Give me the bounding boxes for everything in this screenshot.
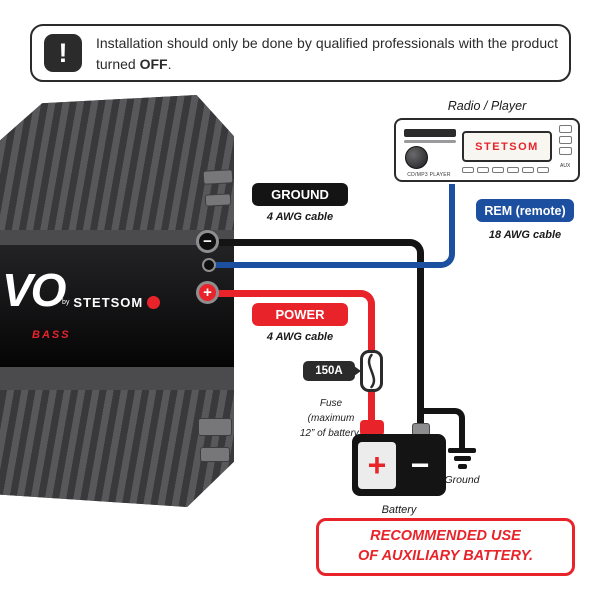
negative-terminal: − [196,230,219,253]
ground-wire [207,239,424,430]
warning-text: Installation should only be done by qual… [96,33,558,75]
amplifier: VO by STETSOM BASS [0,95,234,507]
power-wire [207,290,375,354]
power-wire-lower [368,388,375,432]
fuse-badge-pointer-icon [354,366,361,376]
battery-plus-panel: + [358,442,396,489]
radio-side-button-icon [559,136,572,144]
cd-slot-icon [404,129,456,137]
negative-terminal-glyph: − [203,233,212,250]
fuse-rating-badge: 150A [303,361,355,381]
stetsom-logo-icon [147,296,161,309]
amp-front-panel: VO by STETSOM BASS [0,245,234,367]
amp-brand-prefix: by [62,299,70,306]
radio-side-buttons [559,125,572,155]
amp-connector-tab [202,169,234,185]
positive-terminal-glyph: + [203,284,212,301]
radio-button-icon [522,167,534,173]
battery-minus-sign: − [410,447,430,483]
radio-side-button-icon [559,125,572,133]
radio-button-icon [492,167,504,173]
radio-button-icon [477,167,489,173]
fuse-curve-icon [367,353,376,389]
fuse-note-line3: 12” of battery) [299,428,363,439]
radio-player: CD/MP3 PLAYER STETSOM AUX [394,118,580,182]
cd-slot-line-icon [404,140,456,143]
battery-plus-sign: + [367,447,387,483]
radio-button-icon [507,167,519,173]
power-badge: POWER [252,303,348,326]
radio-title: Radio / Player [447,99,527,113]
ground-symbol-icon [448,448,476,453]
amp-heatsink-bottom [0,390,234,507]
ground-badge: GROUND [252,183,348,206]
ground-symbol-label: Ground [444,474,480,486]
radio-display: STETSOM [462,131,552,162]
fuse-note: Fuse (maximum 12” of battery) [294,396,368,441]
radio-button-icon [462,167,474,173]
warning-banner [30,24,571,82]
warning-icon-glyph: ! [58,37,68,68]
ground-symbol-icon [454,456,471,461]
amp-sub-text: BASS [32,329,71,341]
fuse-icon [360,350,383,392]
radio-drive-label: CD/MP3 PLAYER [407,172,451,178]
recommendation-line1: RECOMMENDED USE [370,528,521,545]
rem-cable-label: 18 AWG cable [488,229,562,241]
rem-wire [207,184,455,268]
recommendation-box: RECOMMENDED USE OF AUXILIARY BATTERY. [316,518,575,576]
amp-model-text: VO [2,264,66,316]
fuse-note-line2: (maximum [307,413,355,424]
positive-terminal: + [196,281,219,304]
battery-label: Battery [381,504,417,516]
warning-icon: ! [44,34,82,72]
rem-terminal [202,258,216,272]
amp-brand-text: STETSOM [73,295,144,310]
radio-aux-label: AUX [560,163,571,169]
radio-display-text: STETSOM [475,140,539,153]
radio-button-row [462,167,552,173]
amp-brand-row: by STETSOM [62,295,161,310]
ground-cable-label: 4 AWG cable [266,211,334,223]
rem-badge: REM (remote) [476,199,574,222]
ground-symbol-icon [458,464,467,469]
power-cable-label: 4 AWG cable [266,331,334,343]
warning-text-main: Installation should only be done by qual… [96,35,558,72]
warning-text-suffix: . [167,56,172,72]
battery-positive-cap [360,420,384,436]
ground-branch-wire [424,408,465,448]
radio-button-icon [537,167,549,173]
recommendation-line2: OF AUXILIARY BATTERY. [357,548,534,564]
volume-knob-icon [405,146,428,169]
warning-text-off: OFF [139,56,168,72]
amp-heatsink-top [0,95,234,230]
fuse-note-line1: Fuse [319,398,343,409]
radio-side-button-icon [559,147,572,155]
amp-connector-tab [200,447,230,462]
